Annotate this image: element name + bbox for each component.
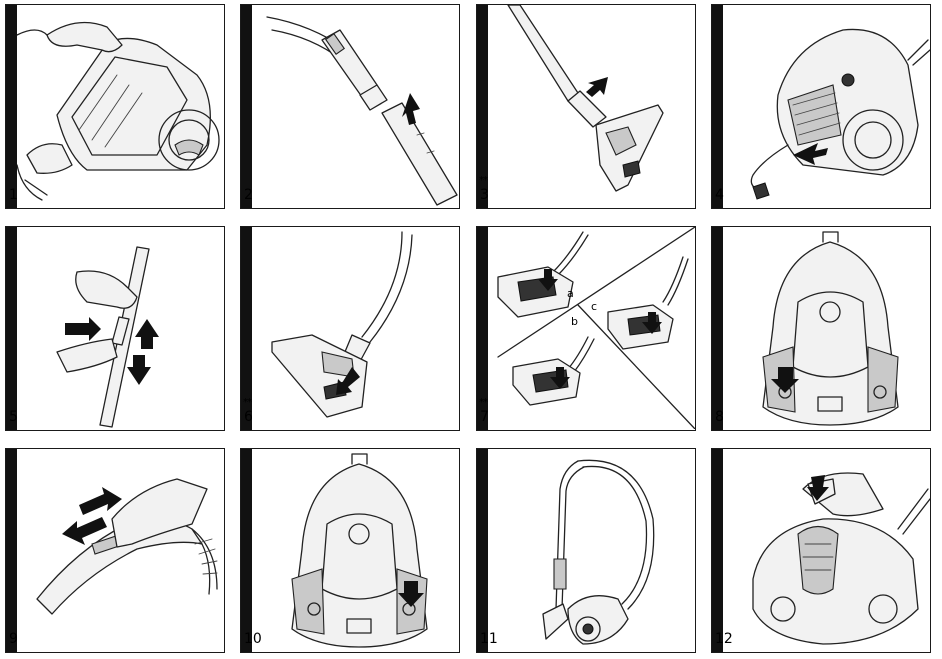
step-bar: [6, 227, 17, 430]
step-panel-6: ** 6: [240, 226, 460, 431]
step-bar: [6, 449, 17, 652]
position-label-a: a: [567, 287, 574, 300]
step-panel-3: ** 3: [476, 4, 696, 209]
hose-to-tube-illustration: [252, 5, 459, 207]
step-bar: [477, 227, 488, 430]
attach-floor-head-illustration: [488, 5, 695, 207]
step-panel-8: 8: [711, 226, 931, 431]
step-bar: [712, 227, 723, 430]
step-bar: [241, 449, 252, 652]
optional-accessory-marker: **: [479, 397, 488, 408]
floor-head-pedal-illustration: [252, 227, 459, 429]
step-panel-4: 4: [711, 4, 931, 209]
floor-head-positions-illustration: a b c: [488, 227, 695, 429]
step-number: 3: [480, 187, 489, 203]
step-number: 11: [480, 631, 498, 647]
step-number: 2: [244, 187, 253, 203]
step-panel-11: 11: [476, 448, 696, 653]
remove-dust-container-illustration: [723, 449, 930, 651]
step-number: 10: [244, 631, 262, 647]
step-panel-12: 12: [711, 448, 931, 653]
step-panel-5: 5: [5, 226, 225, 431]
step-bar: [712, 449, 723, 652]
position-label-c: c: [591, 300, 597, 313]
step-bar: [477, 5, 488, 208]
step-panel-7: a b c ** 7: [476, 226, 696, 431]
suction-slider-illustration: [17, 449, 224, 651]
step-number: 1: [9, 187, 18, 203]
optional-accessory-marker: **: [479, 175, 488, 186]
telescopic-tube-adjust-illustration: [17, 227, 159, 429]
step-panel-2: 2: [240, 4, 460, 209]
cord-rewind-button-illustration: [252, 449, 459, 651]
step-number: 6: [244, 409, 253, 425]
carry-handle-illustration: [17, 5, 224, 207]
optional-accessory-marker: **: [243, 397, 252, 408]
parking-storage-illustration: [488, 449, 695, 651]
step-bar: [6, 5, 17, 208]
step-bar: [241, 5, 252, 208]
step-bar: [241, 227, 252, 430]
step-number: 9: [9, 631, 18, 647]
step-panel-10: 10: [240, 448, 460, 653]
step-number: 5: [9, 409, 18, 425]
step-bar: [477, 449, 488, 652]
step-panel-1: 1: [5, 4, 225, 209]
pull-power-cord-illustration: [723, 5, 930, 207]
step-number: 12: [715, 631, 733, 647]
step-number: 4: [715, 187, 724, 203]
step-panel-9: 9: [5, 448, 225, 653]
step-number: 8: [715, 409, 724, 425]
power-button-illustration: [723, 227, 930, 429]
step-bar: [712, 5, 723, 208]
step-number: 7: [480, 409, 489, 425]
position-label-b: b: [571, 315, 578, 328]
